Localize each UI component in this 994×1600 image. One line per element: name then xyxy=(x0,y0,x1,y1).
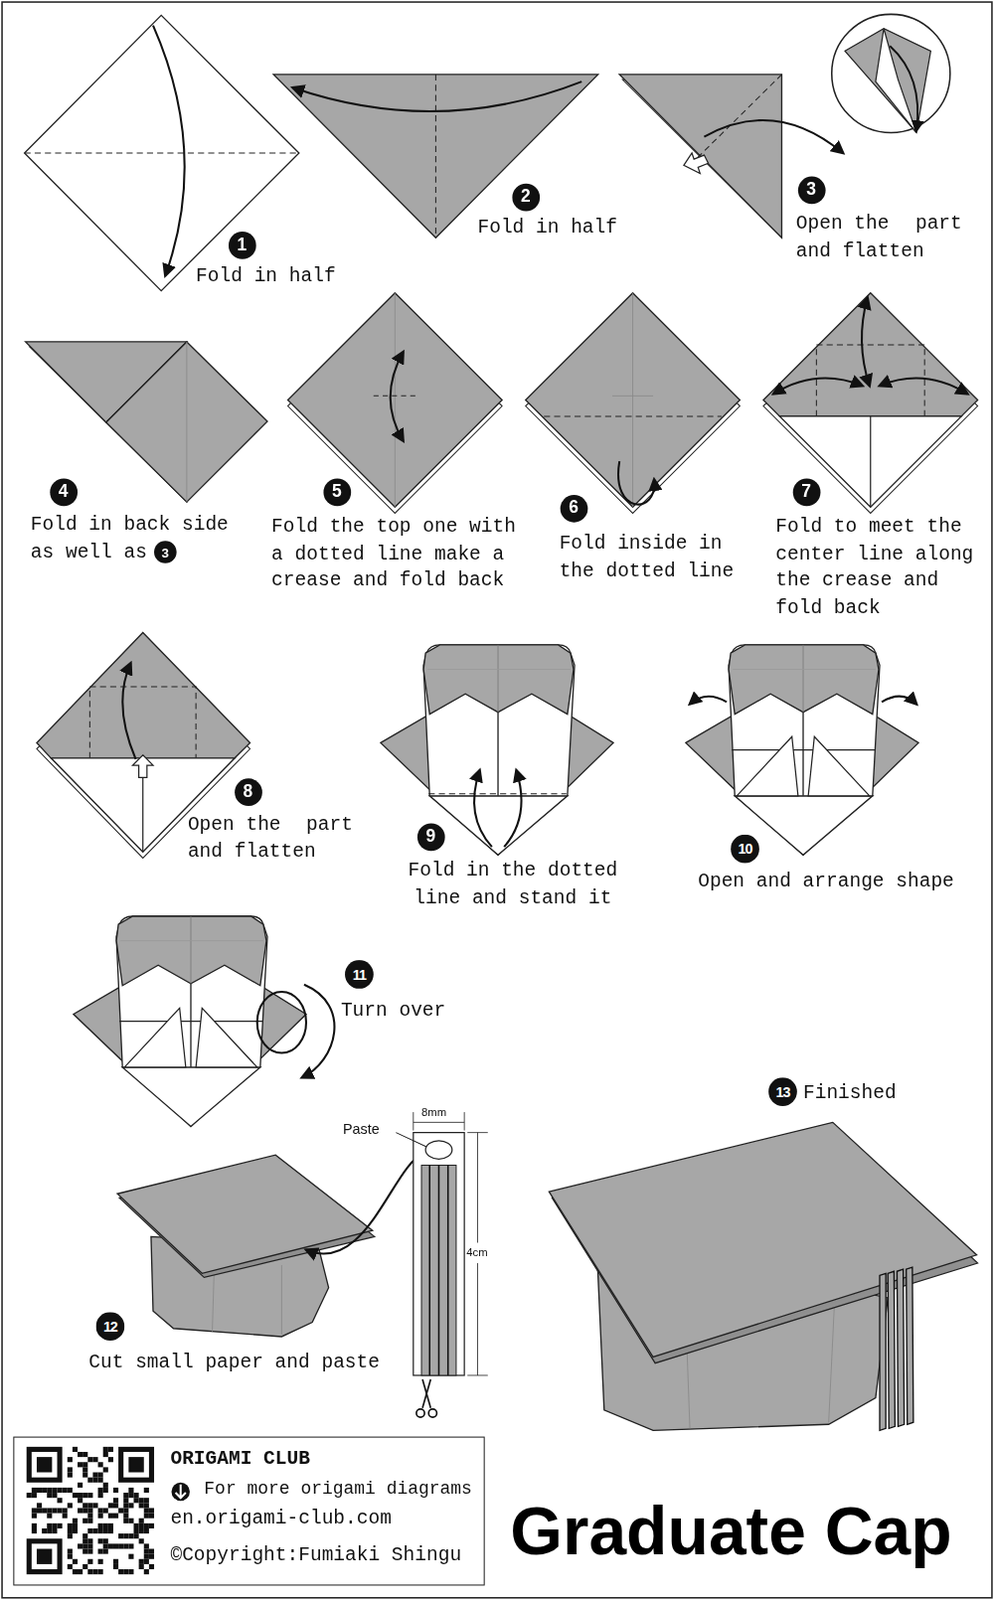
step-number-text: 5 xyxy=(331,482,342,503)
instruction: Open the xyxy=(796,209,890,237)
instruction: Cut small paper and paste xyxy=(88,1348,380,1376)
step-number-text: 3 xyxy=(162,544,169,560)
instruction: Open the xyxy=(187,811,282,838)
instruction: Open and arrange shape xyxy=(697,868,955,896)
instruction: part xyxy=(306,811,353,838)
step-number: 10 xyxy=(730,834,760,864)
instruction: part xyxy=(915,209,963,237)
step-number: 9 xyxy=(416,823,445,851)
step-number: 12 xyxy=(96,1312,126,1341)
step-number: 13 xyxy=(768,1077,798,1107)
step-number: 5 xyxy=(323,478,351,506)
instruction: Fold in the dotted line and stand it xyxy=(405,856,622,912)
instruction: Fold to meet the center line along the c… xyxy=(775,512,980,622)
footer-box: ORIGAMI CLUB For more origami diagrams en.… xyxy=(12,1437,485,1587)
step-number: 7 xyxy=(792,478,821,506)
instruction: Fold inside in the dotted line xyxy=(559,530,740,586)
step-number-text: 12 xyxy=(103,1318,118,1334)
step-number-text: 3 xyxy=(806,179,817,201)
part-note: Paste xyxy=(342,1119,380,1140)
step-number: 3 xyxy=(154,540,177,564)
step-number: 8 xyxy=(234,778,263,807)
instruction: Turn over xyxy=(340,996,446,1024)
step-number-text: 8 xyxy=(243,781,254,803)
step-number-text: 4 xyxy=(58,482,69,503)
instruction: Fold in half xyxy=(195,263,335,291)
instruction: Fold in back side as well as xyxy=(30,510,235,566)
step-number: 1 xyxy=(227,231,256,260)
brand-name: ORIGAMI CLUB xyxy=(169,1448,310,1472)
step-number-text: 1 xyxy=(236,234,247,256)
instruction: and flatten xyxy=(187,838,317,866)
step-number-text: 7 xyxy=(801,482,812,503)
step-number: 3 xyxy=(797,175,826,204)
step-number-text: 10 xyxy=(738,840,753,857)
instruction: and flatten xyxy=(796,237,925,265)
instruction: Finished xyxy=(803,1079,897,1107)
step-number-text: 2 xyxy=(520,186,531,208)
dimension: 8mm xyxy=(421,1106,447,1119)
step-number: 2 xyxy=(511,182,540,211)
footer-text: en.origami-club.com xyxy=(169,1506,391,1530)
step-number: 6 xyxy=(559,494,588,522)
step-number: 11 xyxy=(344,960,374,990)
step-number-text: 6 xyxy=(568,497,579,519)
instruction: Fold the top one with a dotted line make… xyxy=(271,512,522,595)
instruction: Fold in half xyxy=(477,214,617,242)
footer-text: ©Copyright:Fumiaki Shingu xyxy=(169,1543,462,1567)
step-number-text: 9 xyxy=(425,827,436,848)
title: Graduate Cap xyxy=(509,1491,952,1570)
step-number-text: 13 xyxy=(775,1083,790,1100)
step-number: 4 xyxy=(49,478,78,506)
step-number-text: 11 xyxy=(352,966,366,983)
dimension: 4cm xyxy=(466,1246,488,1259)
footer-text: For more origami diagrams xyxy=(203,1479,473,1500)
